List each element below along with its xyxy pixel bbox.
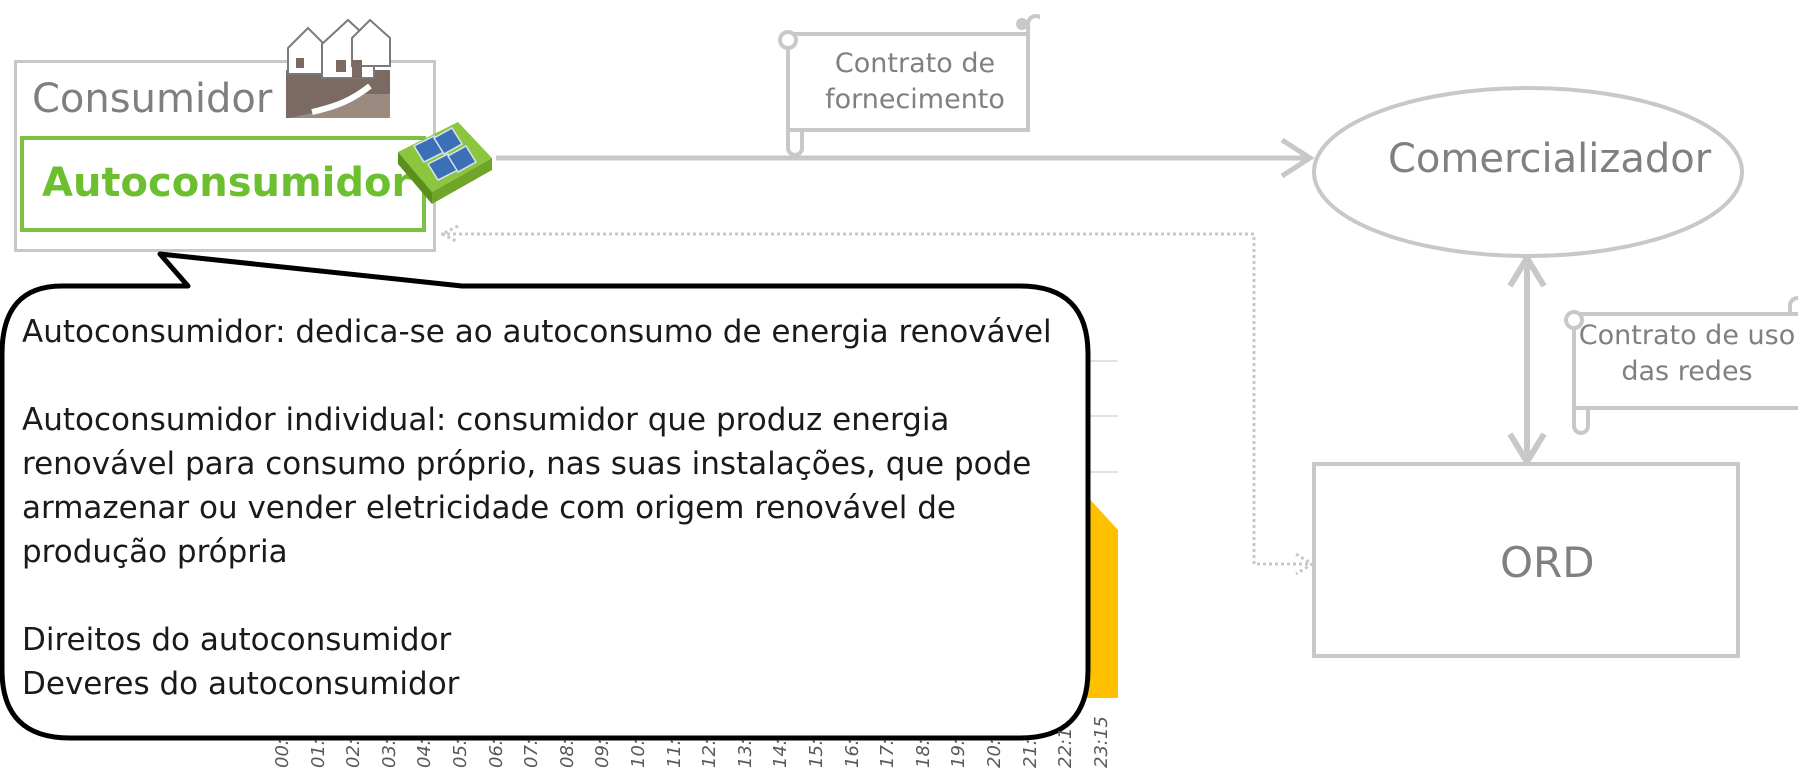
chart-tick-label: 22:1 <box>1055 727 1077 768</box>
chart-tick-label: 15: <box>806 739 827 768</box>
solar-panel-icon <box>398 122 492 204</box>
chart-area-fill <box>1085 494 1118 698</box>
callout-individual-line4: produção própria <box>22 534 288 570</box>
chart-tick-label: 21: <box>1019 739 1041 768</box>
chart-tick-label: 00: <box>272 739 293 768</box>
chart-tick-label: 19: <box>948 739 970 768</box>
chart-tick-label: 06: <box>485 739 507 768</box>
chart-tick-label: 12: <box>699 739 721 768</box>
callout-individual-line2: renovável para consumo próprio, nas suas… <box>22 446 1032 482</box>
network-contract-line2: das redes <box>1621 355 1753 387</box>
callout-definition: Autoconsumidor: dedica-se ao autoconsumo… <box>22 314 1052 350</box>
chart-tick-label: 17: <box>877 739 899 768</box>
dotted-connector <box>440 232 1308 566</box>
retailer-ellipse <box>1312 86 1744 258</box>
autoconsumidor-label: Autoconsumidor <box>42 160 412 206</box>
supply-contract-label: Contrato de fornecimento <box>795 46 1035 117</box>
chart-tick-label: 09: <box>592 739 614 768</box>
chart-tick-label: 11: <box>663 739 685 768</box>
supply-contract-line1: Contrato de <box>834 48 996 79</box>
chart-tick-label: 20: <box>984 739 1005 768</box>
callout-individual-line1: Autoconsumidor individual: consumidor qu… <box>22 402 950 438</box>
chart-tick-label: 01: <box>307 739 329 768</box>
callout-text: Autoconsumidor: dedica-se ao autoconsumo… <box>22 310 1072 706</box>
network-contract-scroll <box>1564 296 1798 435</box>
chart-tick-label: 14: <box>770 739 792 768</box>
supply-contract-scroll <box>778 14 1040 157</box>
chart-tick-label: 05: <box>450 739 471 768</box>
retailer-label: Comercializador <box>1388 136 1712 182</box>
ord-box <box>1312 462 1740 658</box>
chart-tick-label: 03: <box>378 739 400 768</box>
chart-tick-label: 04: <box>414 739 436 768</box>
chart-tick-label: 08: <box>556 739 578 768</box>
chart-tick-label: 18: <box>912 739 934 768</box>
ord-label: ORD <box>1500 538 1595 587</box>
chart-tick-label: 16: <box>841 739 863 768</box>
supply-contract-line2: fornecimento <box>825 83 1005 115</box>
callout-duties-link[interactable]: Deveres do autoconsumidor <box>22 666 460 702</box>
callout-rights-link[interactable]: Direitos do autoconsumidor <box>22 622 452 658</box>
callout-individual-line3: armazenar ou vender eletricidade com ori… <box>22 490 956 526</box>
chart-tick-label: 02: <box>343 739 365 768</box>
network-contract-line1: Contrato de uso <box>1578 320 1796 351</box>
network-contract-label: Contrato de uso das redes <box>1576 318 1798 389</box>
chart-tick-label: 23:15 <box>1090 716 1112 768</box>
consumer-label: Consumidor <box>32 76 273 122</box>
chart-tick-label: 10: <box>628 739 649 768</box>
chart-tick-label: 07: <box>521 739 543 768</box>
chart-tick-label: 13: <box>734 739 756 768</box>
houses-icon <box>286 18 391 118</box>
